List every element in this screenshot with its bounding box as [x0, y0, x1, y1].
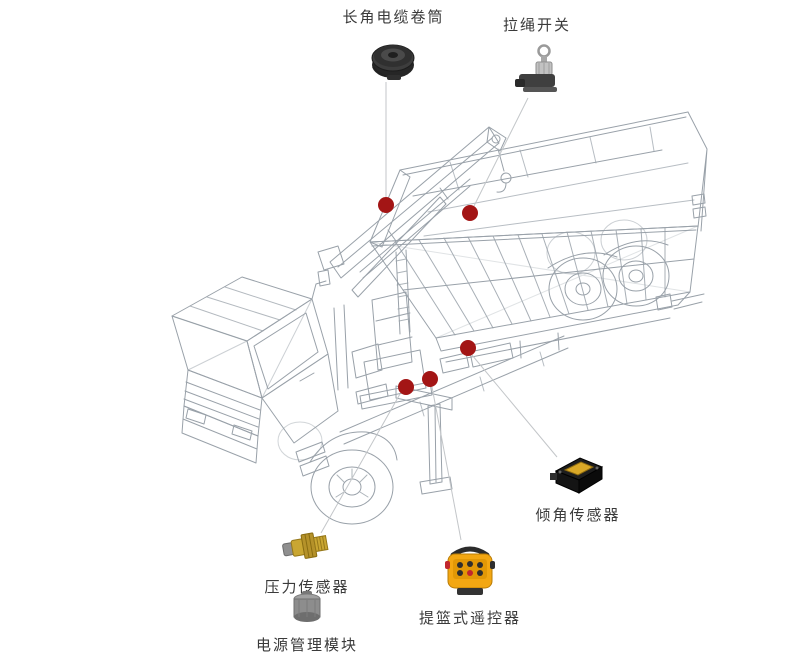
- leader-line: [431, 386, 462, 541]
- component-basket-remote: 提篮式遥控器: [406, 541, 534, 627]
- pull-rope-switch-label: 拉绳开关: [502, 16, 571, 34]
- pull-rope-switch-icon: [515, 44, 557, 92]
- mount-point-dot: [460, 340, 476, 356]
- power-module-icon: [293, 591, 321, 622]
- cable-reel-icon: [371, 44, 414, 80]
- component-tilt-sensor: 倾角传感器: [516, 448, 640, 524]
- cab: [171, 269, 569, 477]
- component-pull-rope-switch: 拉绳开关: [478, 16, 596, 99]
- cargo-bed: [369, 111, 708, 368]
- pressure-sensor-label: 压力传感器: [264, 578, 350, 596]
- leader-lines: [320, 82, 558, 541]
- tilt-sensor-label: 倾角传感器: [535, 506, 621, 524]
- mount-point-dot: [422, 371, 438, 387]
- component-pressure-sensor: 压力传感器: [248, 524, 366, 596]
- component-power-module: 电源管理模块: [242, 590, 372, 654]
- crane-hook: [497, 148, 505, 172]
- cable-reel-label: 长角电缆卷筒: [342, 8, 445, 26]
- mount-point-dot: [398, 379, 414, 395]
- pressure-sensor-icon: [282, 532, 329, 559]
- mount-point-dot: [462, 205, 478, 221]
- leader-line: [473, 97, 529, 207]
- mount-point-dots: [378, 197, 478, 395]
- rear-wheels: [546, 219, 670, 321]
- leader-line: [471, 354, 558, 458]
- power-module-label: 电源管理模块: [255, 636, 358, 654]
- component-cable-reel: 长角电缆卷筒: [316, 8, 471, 81]
- basket-remote-label: 提篮式遥控器: [418, 609, 521, 627]
- tilt-sensor-icon: [550, 457, 604, 494]
- basket-remote-icon: [445, 546, 495, 595]
- mount-point-dot: [378, 197, 394, 213]
- leader-line: [320, 393, 401, 534]
- outrigger: [395, 385, 453, 495]
